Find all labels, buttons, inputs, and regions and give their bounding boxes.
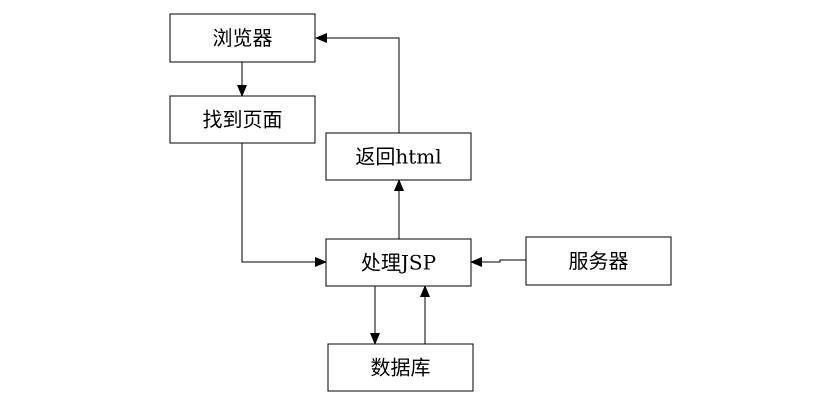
node-return-html: 返回html <box>325 132 472 181</box>
node-database-box <box>327 343 474 392</box>
node-return-html-label: 返回html <box>355 145 441 169</box>
node-server-box <box>525 236 672 286</box>
edge-server-to-process-jsp <box>470 257 526 267</box>
node-process-jsp-label: 处理JSP <box>361 251 436 275</box>
edge-find-page-to-process-jsp <box>241 143 327 267</box>
node-database: 数据库 <box>327 343 474 392</box>
node-process-jsp-box <box>325 238 472 287</box>
node-find-page-box <box>169 95 316 144</box>
node-database-label: 数据库 <box>371 356 431 380</box>
edges <box>237 33 526 345</box>
node-browser: 浏览器 <box>169 13 316 63</box>
node-find-page-label: 找到页面 <box>203 108 283 132</box>
node-find-page: 找到页面 <box>169 95 316 144</box>
edge-return-html-to-browser <box>315 33 400 133</box>
node-server-label: 服务器 <box>569 249 629 273</box>
node-server: 服务器 <box>525 236 672 286</box>
node-process-jsp: 处理JSP <box>325 238 472 287</box>
node-return-html-box <box>325 132 472 181</box>
node-browser-box <box>169 13 316 63</box>
node-browser-label: 浏览器 <box>213 26 273 50</box>
